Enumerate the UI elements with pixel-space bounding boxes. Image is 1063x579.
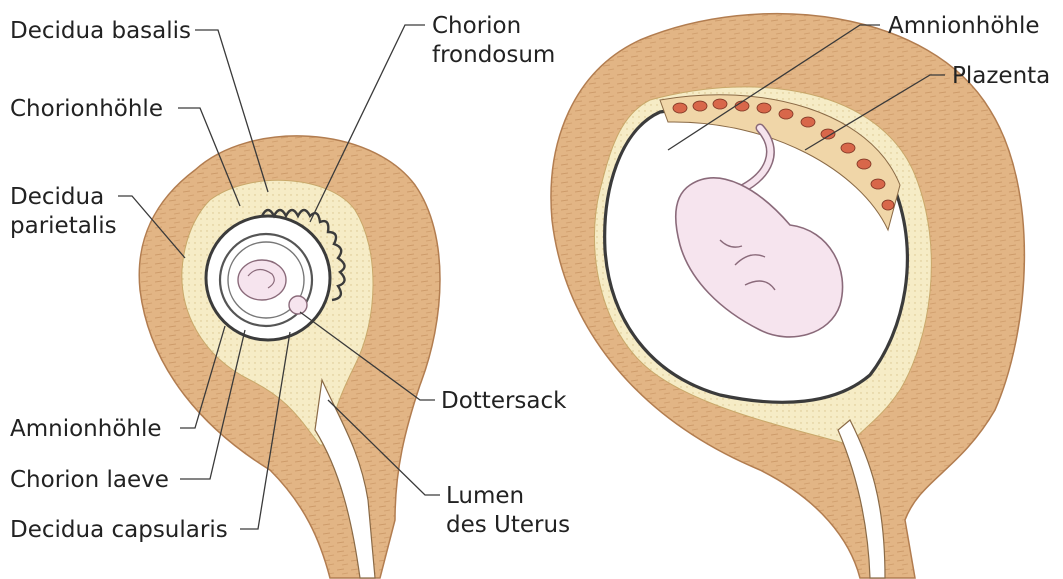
label-decidua-parietalis-line1: Decidua — [10, 184, 104, 210]
label-lumen-line2: des Uterus — [446, 512, 570, 538]
label-amnionhoehle-left: Amnionhöhle — [10, 416, 162, 442]
label-decidua-basalis: Decidua basalis — [10, 18, 191, 44]
label-lumen-line1: Lumen — [446, 483, 524, 509]
label-chorion-laeve: Chorion laeve — [10, 467, 169, 493]
label-decidua-capsularis: Decidua capsularis — [10, 517, 228, 543]
label-chorion-frondosum-line2: frondosum — [432, 42, 555, 68]
label-dottersack: Dottersack — [441, 388, 567, 414]
label-chorionhoehle: Chorionhöhle — [10, 96, 163, 122]
label-decidua-parietalis-line2: parietalis — [10, 213, 117, 239]
label-amnionhoehle-right: Amnionhöhle — [888, 13, 1040, 39]
label-chorion-frondosum-line1: Chorion — [432, 13, 521, 39]
left-uterus-illustration — [139, 136, 440, 578]
right-uterus-illustration — [551, 14, 1024, 578]
left-yolk-sac — [289, 296, 307, 314]
left-embryo — [238, 260, 286, 300]
label-plazenta: Plazenta — [952, 63, 1050, 89]
